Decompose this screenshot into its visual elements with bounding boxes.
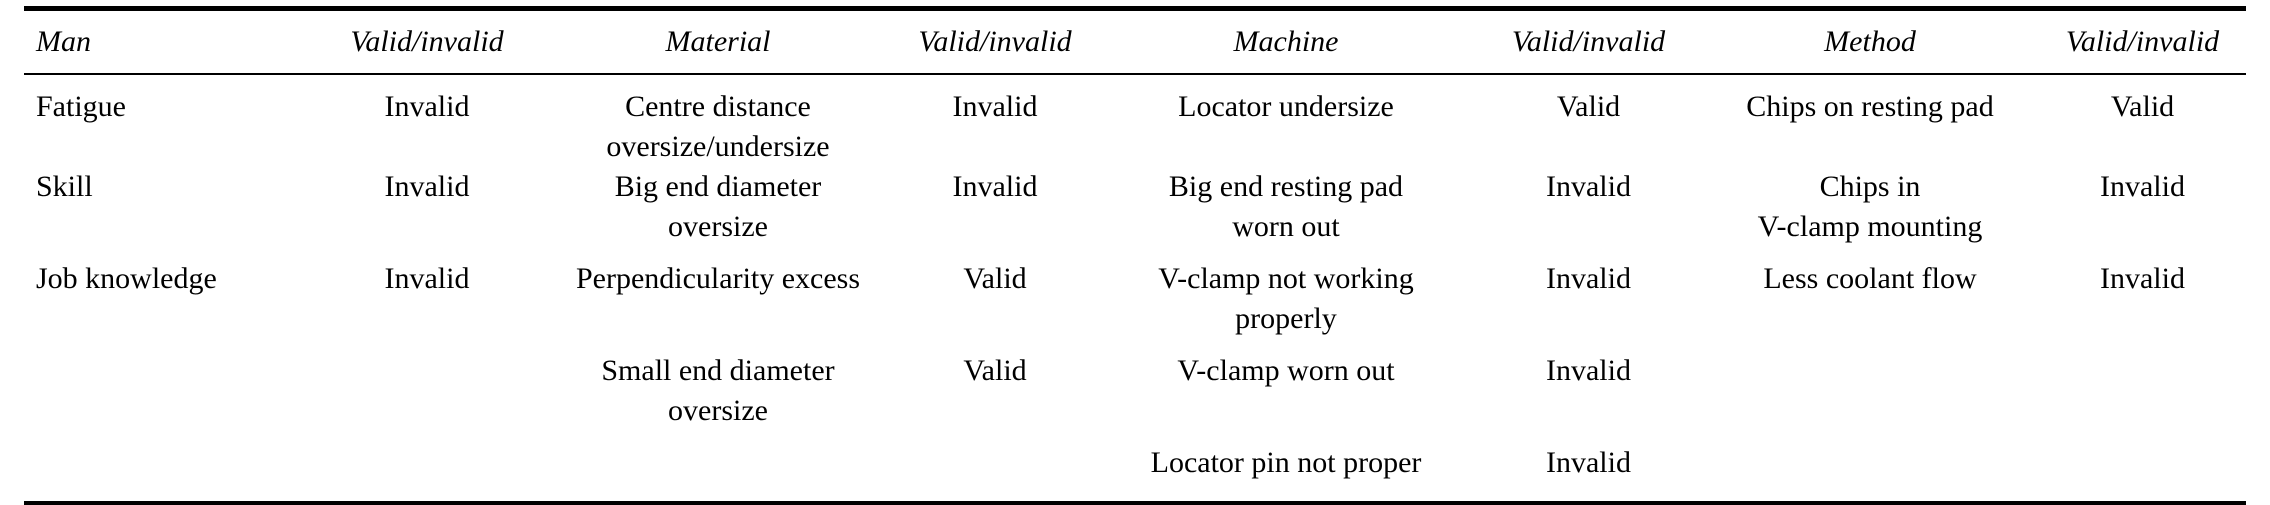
method-validity-cell (2039, 443, 2246, 503)
man-cause-cell (24, 443, 312, 503)
header-man: Man (36, 25, 91, 58)
man-validity-cell: Invalid (384, 90, 470, 123)
method-cause-cell (1701, 351, 2039, 443)
material-validity-cell: Valid (963, 262, 1027, 295)
method-cause-cell (1701, 443, 2039, 503)
machine-validity-cell: Invalid (1546, 354, 1631, 387)
man-validity-cell (312, 443, 542, 503)
machine-cause-cell: Locator pin not proper (1150, 446, 1422, 479)
material-validity-cell: Invalid (952, 90, 1038, 123)
machine-validity-cell: Invalid (1546, 170, 1631, 203)
material-validity-cell: Invalid (952, 170, 1038, 203)
machine-validity-cell: Invalid (1546, 446, 1631, 479)
method-validity-cell: Invalid (2100, 262, 2185, 295)
man-validity-cell: Invalid (384, 262, 470, 295)
header-row: Man Valid/invalid Material Valid/invalid… (24, 8, 2246, 74)
header-man-validity: Valid/invalid (350, 25, 504, 58)
man-cause-cell: Fatigue (36, 90, 126, 123)
material-validity-cell: Valid (963, 354, 1027, 387)
header-material-validity: Valid/invalid (918, 25, 1072, 58)
machine-cause-cell: Locator undersize (1178, 90, 1394, 123)
header-method: Method (1824, 25, 1916, 58)
man-validity-cell: Invalid (384, 170, 470, 203)
root-cause-validation-table: Man Valid/invalid Material Valid/invalid… (24, 6, 2246, 505)
table-row: Job knowledge Invalid Perpendicularity e… (24, 259, 2246, 351)
method-validity-cell: Valid (2110, 90, 2175, 123)
header-method-validity: Valid/invalid (2065, 25, 2220, 58)
man-validity-cell (312, 351, 542, 443)
method-cause-cell: Chips on resting pad (1746, 90, 1994, 123)
table-row: Locator pin not proper Invalid (24, 443, 2246, 503)
method-validity-cell: Invalid (2100, 170, 2185, 203)
method-validity-cell (2039, 351, 2246, 443)
header-machine: Machine (1233, 25, 1339, 58)
machine-cause-cell: V-clamp worn out (1177, 354, 1395, 387)
machine-validity-cell: Invalid (1546, 262, 1631, 295)
machine-validity-cell: Valid (1556, 90, 1621, 123)
man-cause-cell: Job knowledge (36, 262, 217, 295)
material-cause-cell: Perpendicularity excess (575, 262, 861, 295)
material-validity-cell (894, 443, 1096, 503)
header-machine-validity: Valid/invalid (1511, 25, 1666, 58)
root-cause-table-container: Man Valid/invalid Material Valid/invalid… (24, 6, 2246, 505)
man-cause-cell: Skill (36, 170, 93, 203)
header-material: Material (665, 25, 771, 58)
material-cause-cell (542, 443, 894, 503)
man-cause-cell (24, 351, 312, 443)
method-cause-cell: Less coolant flow (1763, 262, 1977, 295)
